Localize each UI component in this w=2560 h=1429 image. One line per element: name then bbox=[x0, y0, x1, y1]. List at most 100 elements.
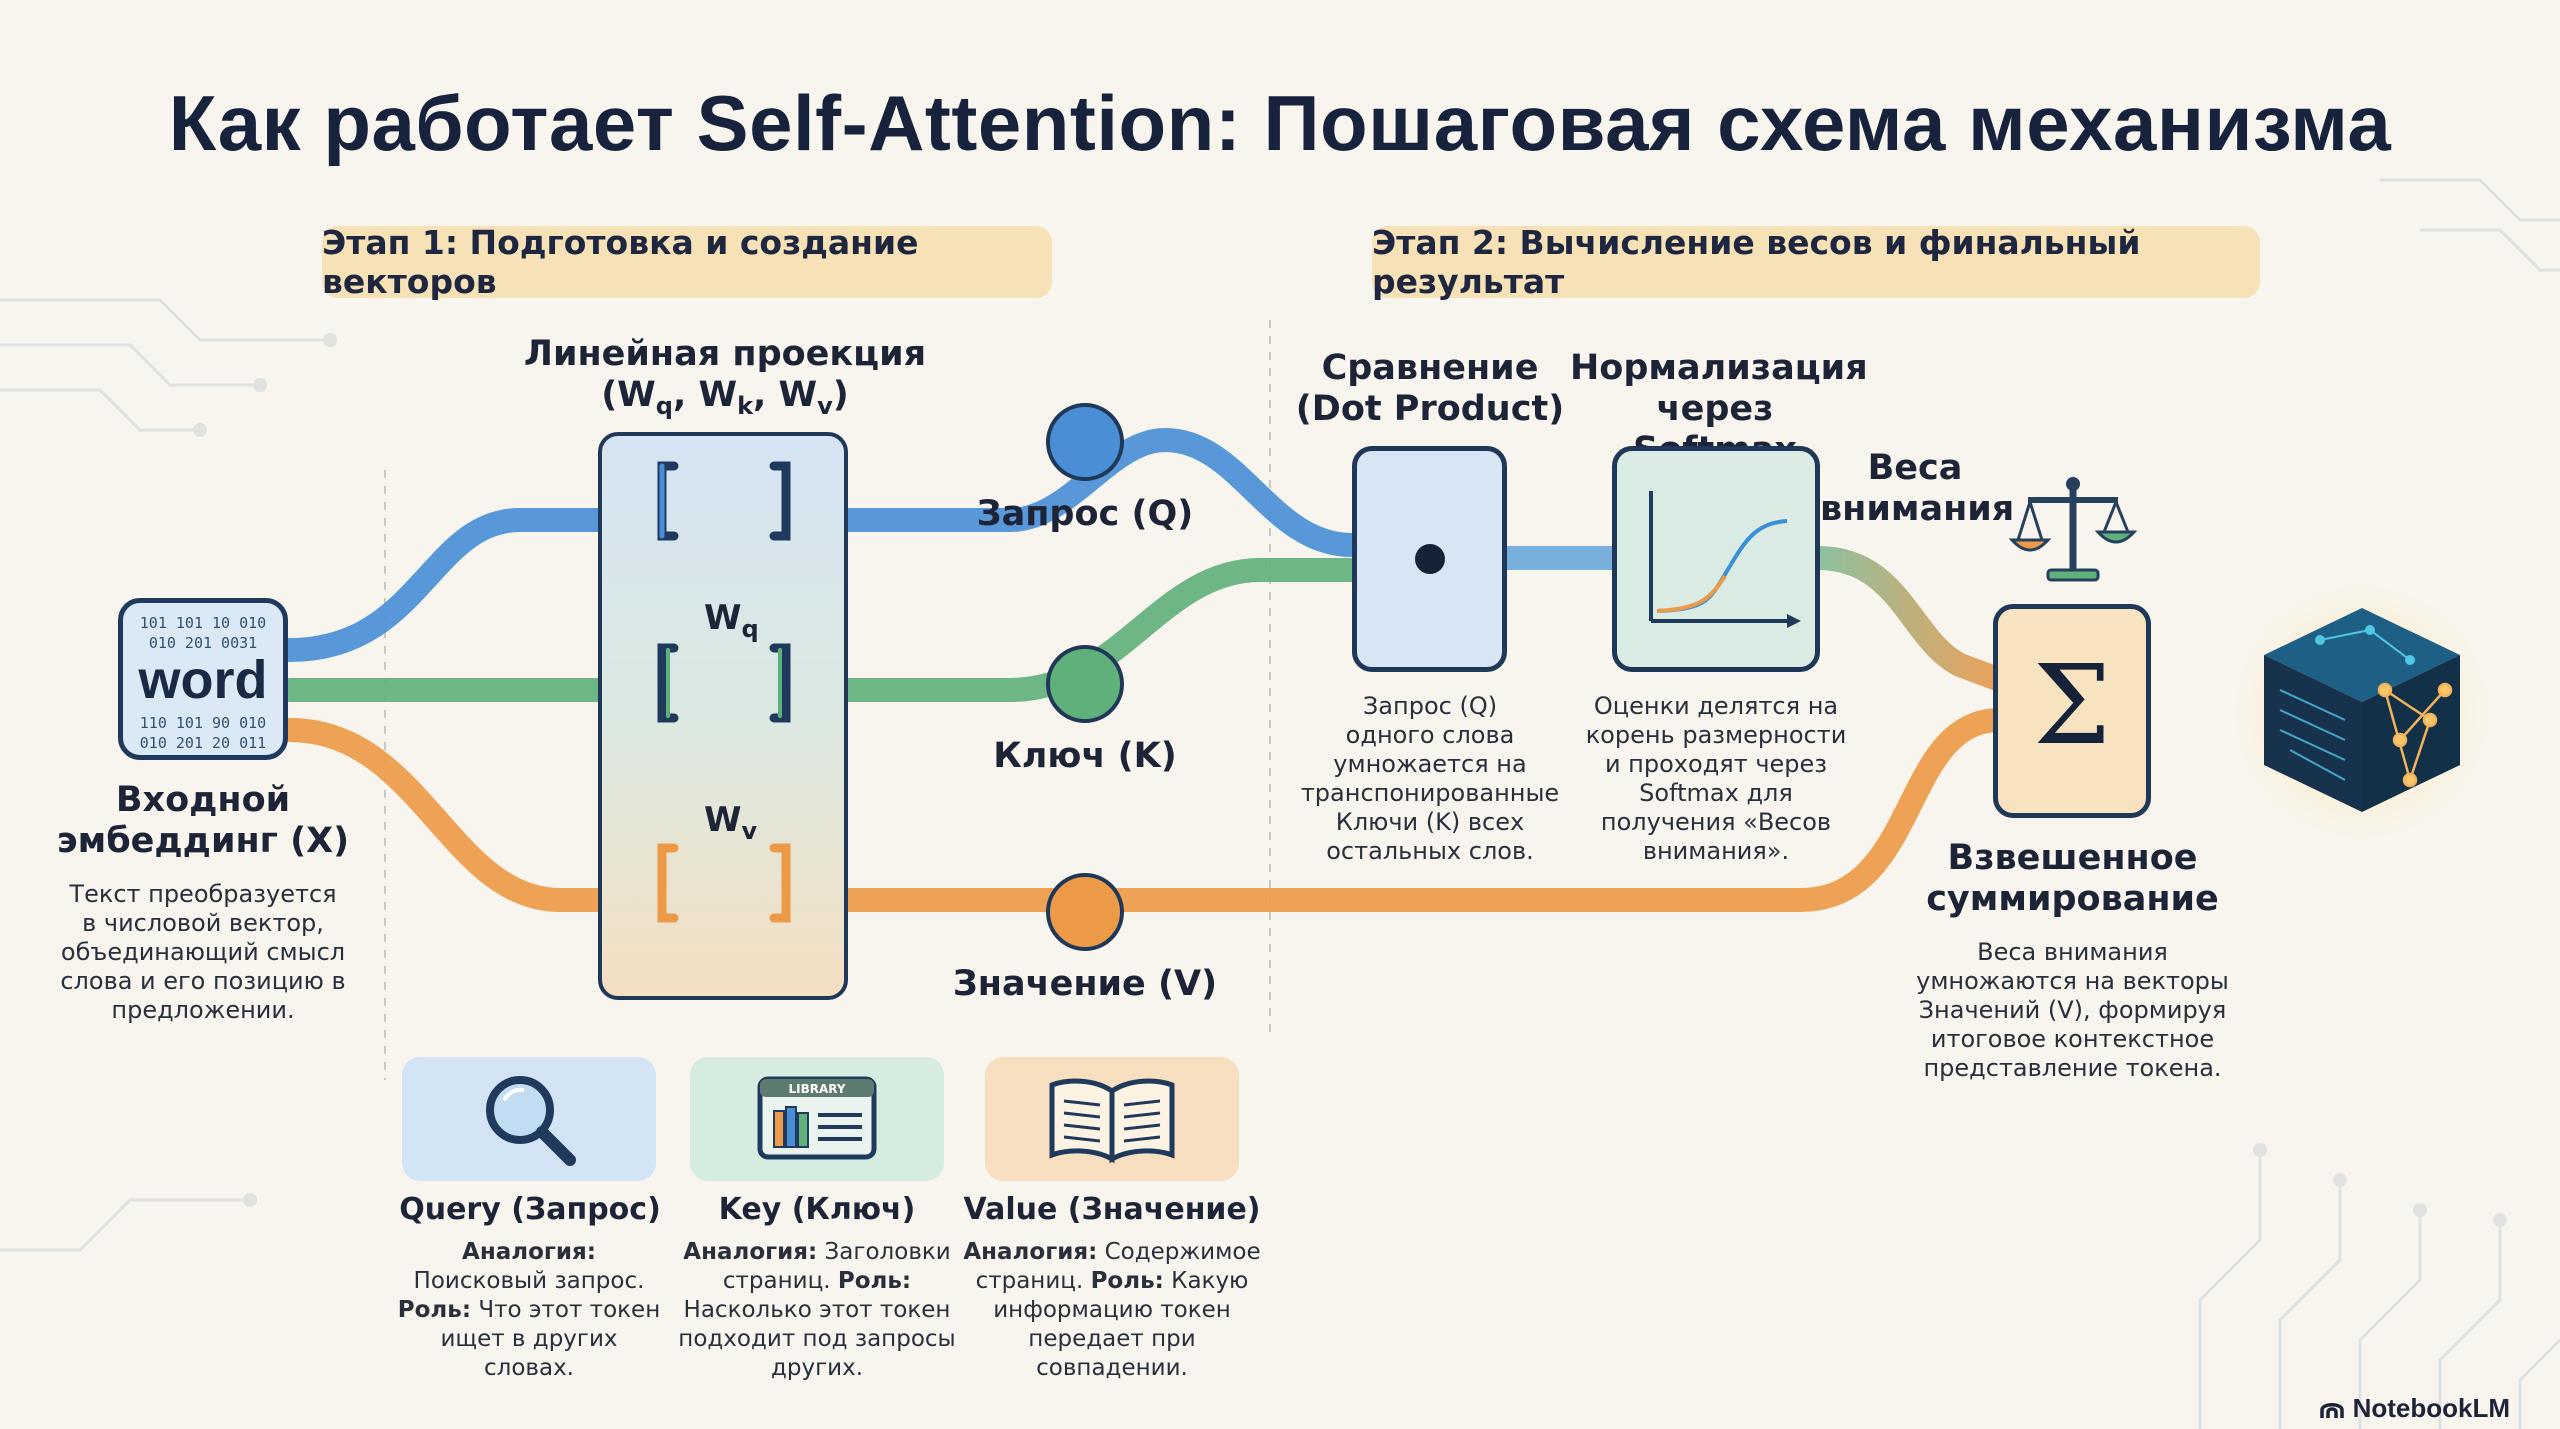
weights-pipe bbox=[1806, 546, 2012, 692]
description-line: предложении. bbox=[111, 996, 295, 1024]
notebooklm-logo-icon bbox=[2319, 1402, 2344, 1418]
query-analogy-card bbox=[402, 1057, 656, 1181]
projection-title-line: Линейная проекция bbox=[523, 334, 927, 374]
wv-letter: W bbox=[704, 800, 742, 840]
sum-description: Веса внимания умножаются на векторы Знач… bbox=[1890, 938, 2255, 1083]
query-pipe bbox=[278, 427, 1364, 662]
sub-v: v bbox=[817, 392, 833, 420]
watermark-text: NotebookLM bbox=[2352, 1393, 2510, 1423]
description-line: умножается на bbox=[1333, 750, 1527, 778]
dot-product-description: Запрос (Q) одного слова умножается на тр… bbox=[1290, 692, 1570, 866]
description-line: Оценки делятся на bbox=[1593, 692, 1839, 720]
description-line: Softmax для bbox=[1639, 779, 1793, 807]
bits-line: 010 201 20 011 bbox=[139, 734, 267, 752]
embedding-title-line: Входной bbox=[115, 780, 291, 820]
value-pipe bbox=[278, 708, 2012, 912]
sum-box: Σ bbox=[1993, 604, 2151, 818]
library-icon: LIBRARY bbox=[757, 1076, 877, 1160]
key-node bbox=[1046, 645, 1124, 723]
dot-product-box bbox=[1352, 446, 1507, 672]
attention-weights-label: Веса внимания bbox=[1820, 448, 2015, 530]
open-book-icon bbox=[1049, 1078, 1175, 1164]
role-text: Что этот токен ищет в других словах. bbox=[440, 1297, 661, 1381]
analogy-text: Поисковый запрос. bbox=[413, 1268, 645, 1294]
query-node bbox=[1046, 403, 1124, 481]
sigma-icon: Σ bbox=[2033, 641, 2111, 769]
key-card-title: Key (Ключ) bbox=[718, 1192, 916, 1227]
description-line: остальных слов. bbox=[1326, 837, 1534, 865]
sigmoid-curve-icon bbox=[1649, 491, 1801, 628]
softmax-title-line: Нормализация bbox=[1570, 348, 1868, 388]
bits-line: 110 101 90 010 bbox=[139, 714, 267, 732]
paren-open: (W bbox=[601, 375, 656, 415]
circuit-decoration bbox=[0, 178, 2560, 1429]
description-line: итоговое контекстное bbox=[1930, 1025, 2215, 1053]
description-line: в числовой вектор, bbox=[82, 909, 324, 937]
key-analogy-card: LIBRARY bbox=[690, 1057, 944, 1181]
w-letter: W bbox=[778, 375, 818, 415]
stage-1-label: Этап 1: Подготовка и создание векторов bbox=[322, 223, 919, 301]
wv-sub: v bbox=[741, 816, 758, 845]
matrix-brackets bbox=[657, 461, 791, 923]
stage-2-pill: Этап 2: Вычисление весов и финальный рез… bbox=[1372, 223, 2260, 301]
description-line: получения «Весов bbox=[1600, 808, 1832, 836]
description-line: слова и его позицию в bbox=[60, 967, 346, 995]
description-line: Запрос (Q) bbox=[1362, 692, 1498, 720]
analogy-text: Заголовки страниц. bbox=[722, 1239, 951, 1294]
scales-icon bbox=[2008, 477, 2138, 582]
query-label: Запрос (Q) bbox=[976, 494, 1194, 534]
dot-icon bbox=[1415, 544, 1445, 574]
wq-letter: W bbox=[704, 598, 742, 638]
analogy-label: Аналогия: bbox=[963, 1239, 1098, 1265]
role-text: Какую информацию токен передает при совп… bbox=[993, 1268, 1249, 1381]
description-line: Текст преобразуется bbox=[69, 880, 337, 908]
wv-label: Wv bbox=[704, 800, 757, 845]
word-embedding-icon: 101 101 10 010 010 201 0031 word 110 101… bbox=[118, 598, 288, 760]
bits-line: 101 101 10 010 bbox=[139, 614, 267, 632]
notebooklm-watermark: NotebookLM bbox=[2319, 1393, 2510, 1424]
page-title: Как работает Self-Attention: Пошаговая с… bbox=[168, 79, 2392, 167]
stage-1-pill: Этап 1: Подготовка и создание векторов bbox=[322, 223, 1052, 301]
description-line: корень размерности bbox=[1585, 721, 1847, 749]
projection-panel bbox=[598, 432, 848, 1000]
description-line: транспонированные bbox=[1300, 779, 1560, 807]
dot-title-line: (Dot Product) bbox=[1295, 389, 1565, 429]
description-line: объединающий смысл bbox=[60, 938, 346, 966]
cube-icon bbox=[2264, 608, 2460, 812]
value-label: Значение (V) bbox=[952, 964, 1218, 1004]
embedding-title: Входной эмбеддинг (X) bbox=[48, 780, 358, 862]
role-label: Роль: bbox=[1090, 1268, 1164, 1294]
sum-title: Взвешенное суммирование bbox=[1900, 838, 2245, 920]
sub-q: q bbox=[655, 392, 673, 420]
role-text: Насколько этот токен подходит под запрос… bbox=[678, 1297, 956, 1381]
embedding-title-line: эмбеддинг (X) bbox=[56, 821, 350, 861]
weights-label-line: Веса bbox=[1867, 448, 1963, 488]
softmax-description: Оценки делятся на корень размерности и п… bbox=[1570, 692, 1862, 866]
description-line: одного слова bbox=[1345, 721, 1515, 749]
dot-product-title: Сравнение (Dot Product) bbox=[1290, 348, 1570, 430]
role-label: Роль: bbox=[397, 1297, 472, 1323]
stage-2-label: Этап 2: Вычисление весов и финальный рез… bbox=[1372, 223, 2141, 301]
wq-label: Wq bbox=[704, 598, 759, 643]
query-card-title: Query (Запрос) bbox=[399, 1192, 661, 1227]
value-node bbox=[1046, 873, 1124, 951]
sum-title-line: Взвешенное bbox=[1947, 838, 2198, 878]
description-line: Веса внимания bbox=[1977, 938, 2168, 966]
projection-title: Линейная проекция (Wq, Wk, Wv) bbox=[520, 334, 930, 427]
analogy-label: Аналогия: bbox=[462, 1239, 596, 1265]
value-analogy-card bbox=[985, 1057, 1239, 1181]
word-text: word bbox=[138, 650, 268, 710]
key-pipe bbox=[278, 558, 1364, 702]
library-sign: LIBRARY bbox=[788, 1082, 845, 1096]
w-letter: W bbox=[698, 375, 738, 415]
role-label: Роль: bbox=[837, 1268, 912, 1294]
description-line: Ключи (K) всех bbox=[1335, 808, 1525, 836]
analogy-text: Содержимое страниц. bbox=[975, 1239, 1261, 1294]
comma: , bbox=[672, 375, 699, 415]
magnifier-icon bbox=[486, 1076, 576, 1166]
weights-label-line: внимания bbox=[1820, 489, 2015, 529]
description-line: Значений (V), формируя bbox=[1918, 996, 2227, 1024]
value-card-text: Аналогия: Содержимое страниц. Роль: Каку… bbox=[962, 1238, 1262, 1383]
softmax-box bbox=[1612, 446, 1820, 672]
